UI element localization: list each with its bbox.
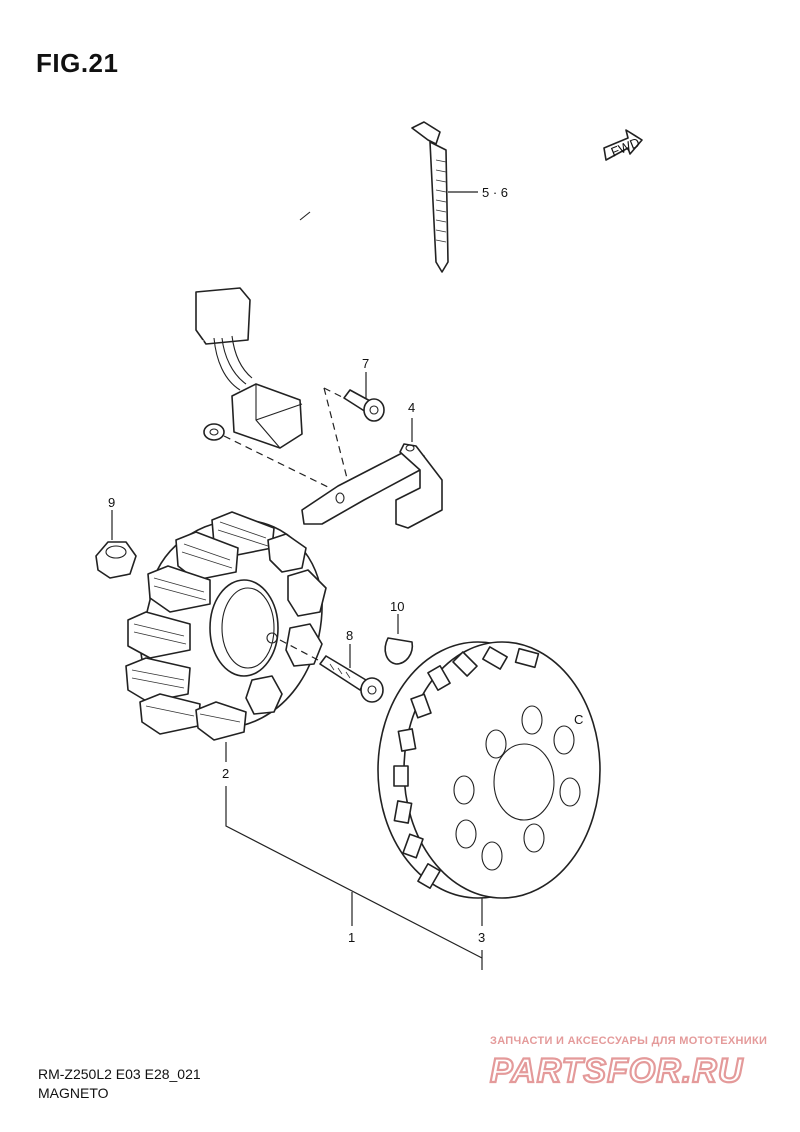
callout-7: 7	[362, 356, 369, 371]
flywheel-rotor-3-icon: C	[377, 641, 601, 899]
callout-3: 3	[478, 930, 485, 945]
fwd-label: FWD	[609, 135, 642, 160]
callout-2: 2	[222, 766, 229, 781]
fwd-arrow-icon: FWD	[603, 129, 643, 161]
bolt-7-icon	[343, 389, 385, 422]
callout-8: 8	[346, 628, 353, 643]
callout-4: 4	[408, 400, 415, 415]
cable-tie-icon	[411, 121, 449, 273]
callout-9: 9	[108, 495, 115, 510]
figure-title: FIG.21	[36, 48, 119, 78]
stator-2-icon	[125, 511, 327, 741]
watermark-tagline: ЗАПЧАСТИ И АКСЕССУАРЫ ДЛЯ МОТОТЕХНИКИ	[490, 1035, 768, 1047]
bracket-4-icon	[301, 443, 443, 529]
watermark-logo: PARTSFOR.RU	[489, 1051, 744, 1090]
callout-10: 10	[390, 599, 404, 614]
callout-1: 1	[348, 930, 355, 945]
key-10-icon	[384, 637, 414, 665]
bolt-8-icon	[319, 655, 384, 703]
section-name: MAGNETO	[38, 1085, 109, 1101]
model-code: RM-Z250L2 E03 E28_021	[38, 1066, 201, 1082]
nut-9-icon	[95, 541, 137, 579]
callout-5-6: 5 · 6	[482, 185, 508, 200]
wire-harness-icon	[165, 204, 311, 586]
flywheel-mark: C	[574, 712, 583, 727]
watermark-logo-text: PARTSFOR.RU	[490, 1052, 744, 1090]
